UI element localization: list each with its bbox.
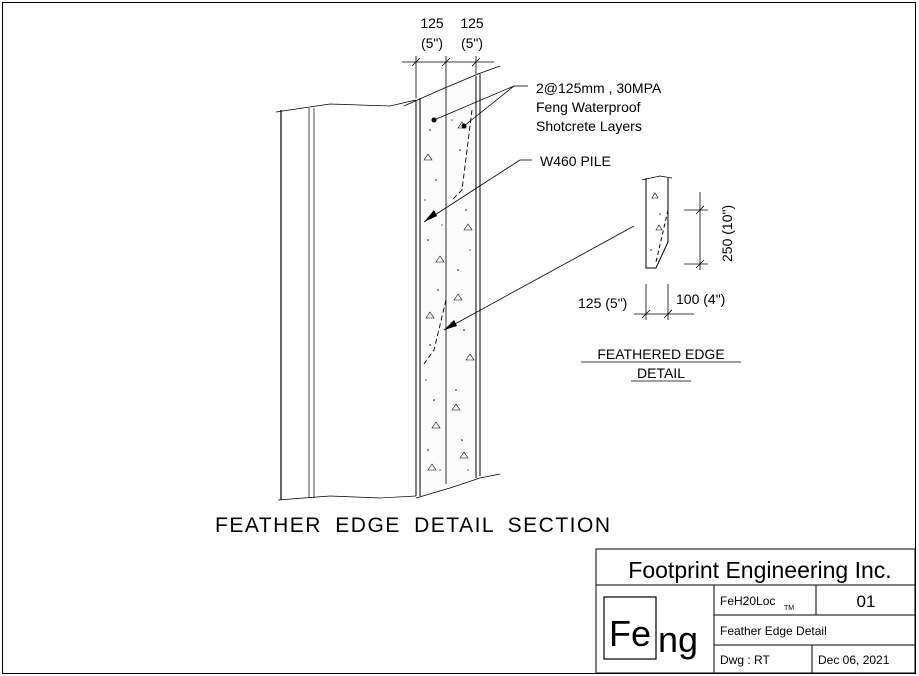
title-block: Footprint Engineering Inc. Fe ng FeH20Lo… — [595, 548, 916, 674]
shotcrete-layers — [403, 65, 501, 499]
pile-leader-arrow — [424, 210, 437, 222]
logo-ng: ng — [658, 619, 698, 660]
callout-shotcrete-line3: Shotcrete Layers — [536, 118, 642, 134]
detail-dim-right: 100 (4") — [676, 291, 725, 307]
feathered-edge-detail: 250 (10") 125 (5") 100 (4") FEATHERED ED… — [578, 175, 741, 382]
trademark-mark: TM — [784, 605, 794, 612]
detail-horizontal-dimension — [634, 284, 694, 320]
dim-top-left-value: 125 — [420, 15, 444, 31]
dim-top-left-imperial: (5") — [421, 35, 443, 51]
drawn-by: Dwg : RT — [720, 653, 770, 667]
callout-pile: W460 PILE — [540, 153, 611, 169]
callout-shotcrete-line2: Feng Waterproof — [536, 99, 641, 115]
dim-top-right-imperial: (5") — [461, 35, 483, 51]
company-name: Footprint Engineering Inc. — [628, 557, 891, 583]
detail-vertical-dimension — [684, 192, 708, 270]
drawing-date: Dec 06, 2021 — [818, 653, 890, 667]
detail-outline — [641, 175, 673, 269]
product-code: FeH20Loc — [720, 594, 775, 608]
top-dimension-line — [402, 56, 494, 98]
section-view: 125 (5") 125 (5") 2@125mm , 30MPA Feng W… — [215, 15, 662, 537]
sheet-number: 01 — [857, 592, 876, 611]
logo-fe: Fe — [609, 613, 651, 654]
detail-reference-arrow — [444, 320, 457, 330]
detail-dim-left: 125 (5") — [578, 295, 627, 311]
detail-title-line2: DETAIL — [637, 365, 685, 381]
pile-leader-line — [423, 159, 532, 223]
callout-shotcrete-line1: 2@125mm , 30MPA — [536, 80, 662, 96]
dim-top-right-value: 125 — [460, 15, 484, 31]
leader-dot-2 — [461, 123, 467, 129]
detail-reference-leader — [443, 225, 635, 331]
drawing-title: Feather Edge Detail — [720, 624, 827, 638]
detail-dim-vertical: 250 (10") — [719, 205, 735, 262]
detail-stipple — [651, 192, 663, 231]
pile-outline — [275, 99, 417, 501]
section-title: FEATHER EDGE DETAIL SECTION — [215, 514, 612, 537]
leader-dot-1 — [431, 117, 437, 123]
detail-title-line1: FEATHERED EDGE — [597, 346, 724, 362]
shotcrete-leader-lines — [433, 85, 528, 127]
